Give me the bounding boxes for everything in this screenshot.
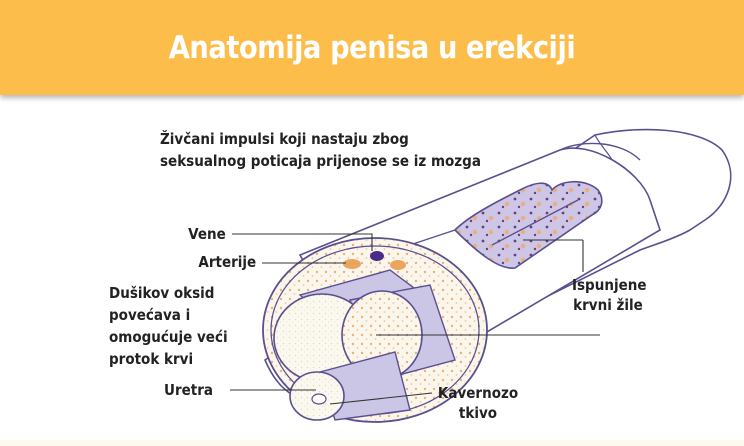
label-nitric-oxide: Dušikov oksid povećava i omogućuje veći …: [109, 284, 228, 368]
footer-strip: [0, 440, 744, 446]
leader-lines: [230, 233, 600, 405]
label-urethra: Uretra: [164, 381, 214, 399]
label-nerve-impulses: Živčani impulsi koji nastaju zbog seksua…: [160, 130, 481, 170]
title-banner: Anatomija penisa u erekciji: [0, 0, 744, 95]
label-arteries: Arterije: [198, 253, 256, 271]
filled-vessels-cutaway: [453, 180, 603, 269]
page-title: Anatomija penisa u erekciji: [168, 29, 576, 66]
vein-dot: [370, 251, 384, 261]
label-filled-blood-vessels: Ispunjene krvni žile: [572, 276, 647, 314]
label-veins: Vene: [188, 225, 226, 243]
label-cavernous-tissue: Kavernozo tkivo: [437, 384, 519, 422]
urethra-lumen: [311, 393, 327, 405]
